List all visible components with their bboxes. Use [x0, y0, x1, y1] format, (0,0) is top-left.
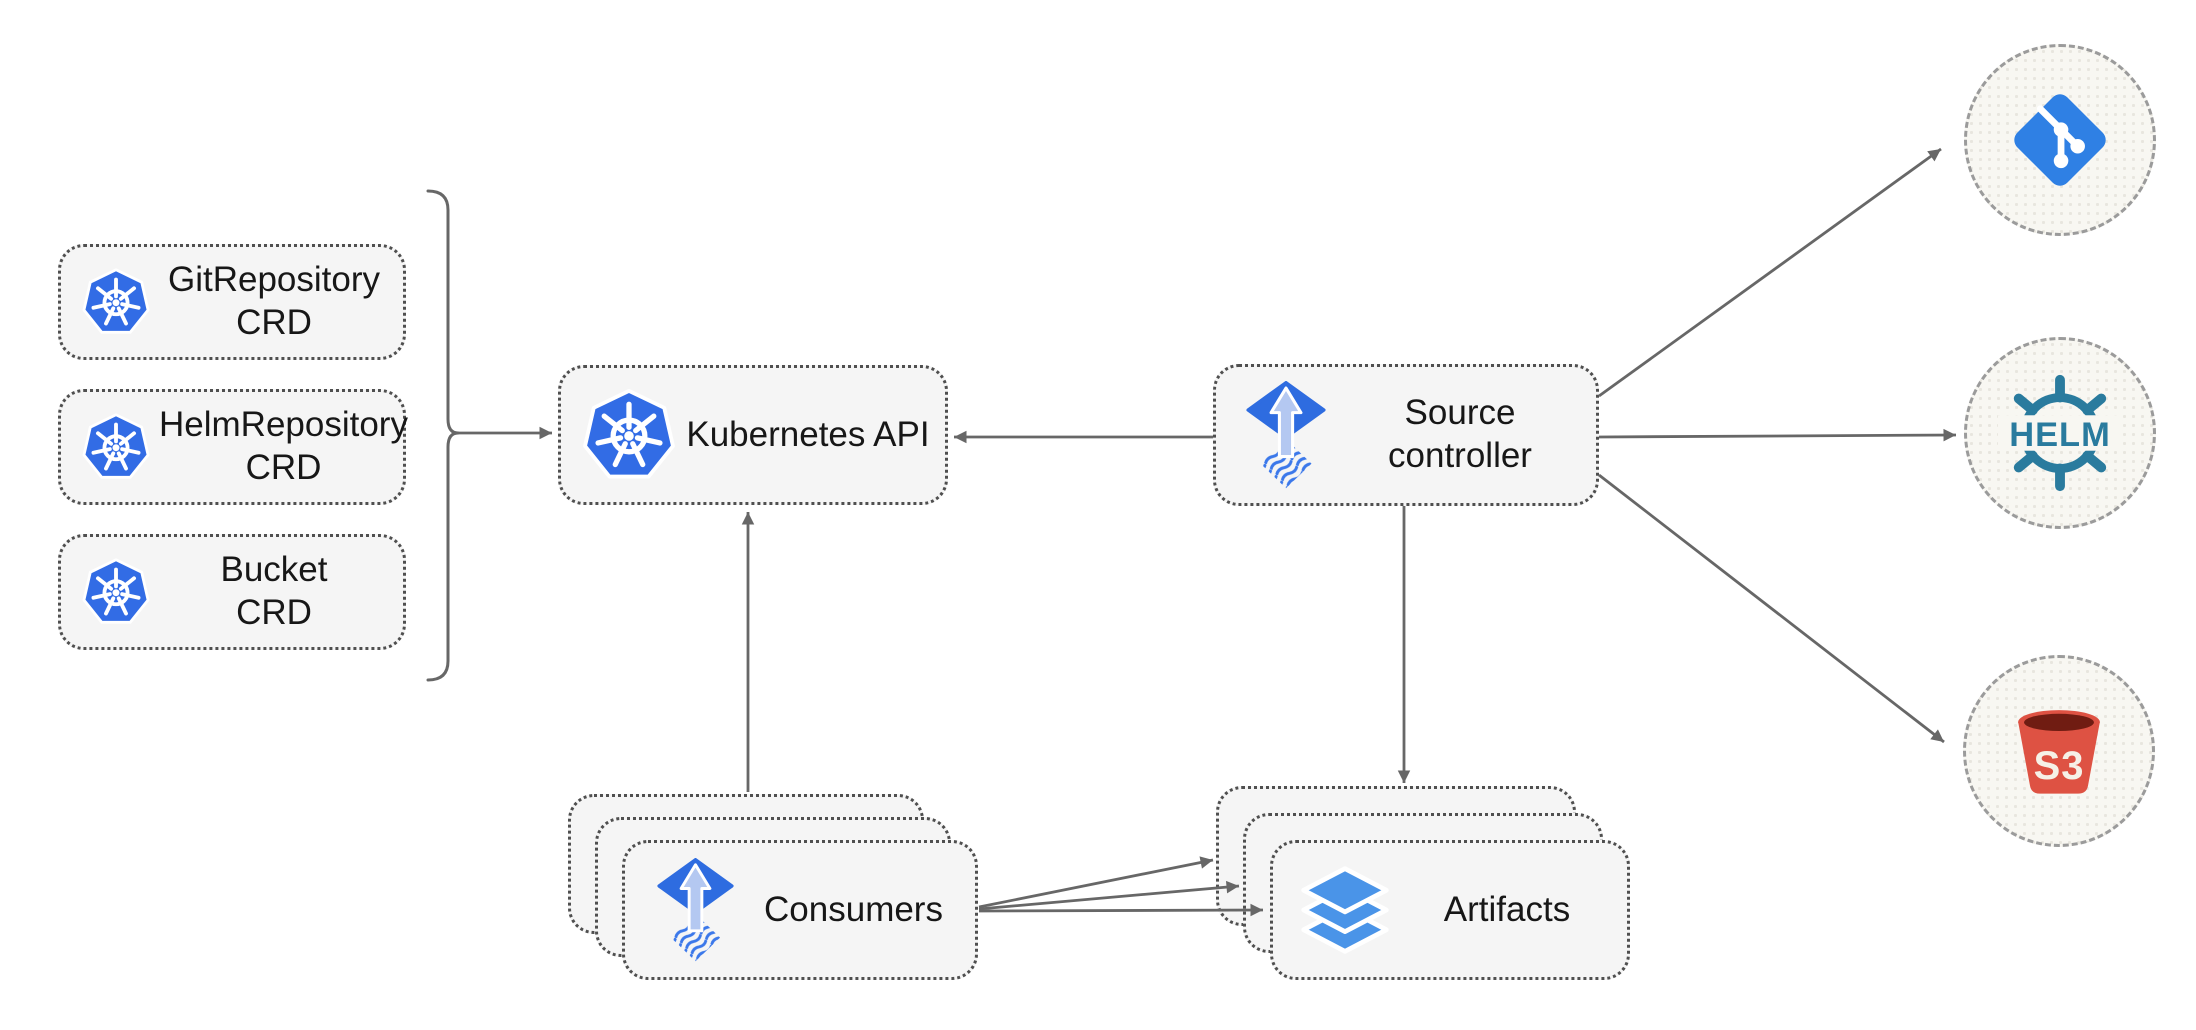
helm-source-circle: HELM: [1964, 337, 2156, 529]
node-label: Source controller: [1330, 392, 1596, 477]
node-artifacts: Artifacts: [1270, 840, 1630, 980]
kubernetes-icon: [81, 267, 151, 337]
kubernetes-icon: [581, 387, 677, 483]
node-label-line: controller: [1388, 436, 1532, 475]
node-gitrepository-crd: GitRepository CRD: [58, 244, 406, 360]
node-label: Consumers: [738, 889, 975, 932]
arrow-source-controller-to-git: [1598, 147, 1942, 398]
git-icon: [2014, 94, 2106, 186]
kubernetes-icon: [81, 557, 151, 627]
node-label: Bucket CRD: [151, 549, 403, 634]
node-consumers: Consumers: [622, 840, 978, 980]
helm-label: HELM: [2009, 416, 2111, 454]
node-label-line: Source: [1404, 393, 1516, 433]
node-label: Artifacts: [1393, 889, 1627, 932]
node-label-line: Kubernetes API: [686, 414, 930, 454]
kubernetes-icon: [81, 412, 151, 482]
node-label: Kubernetes API: [677, 414, 945, 457]
node-label-line: CRD: [236, 593, 312, 632]
arrow-source-controller-to-helm: [1598, 428, 1957, 442]
arrow-source-controller-to-s3: [1598, 473, 1945, 744]
git-source-circle: [1964, 44, 2156, 236]
node-label-line: GitRepository: [167, 260, 381, 300]
node-label-line: HelmRepository: [159, 405, 408, 445]
s3-bucket-icon: S3: [2018, 710, 2100, 794]
arrow-consumers-to-artifacts-middle: [978, 880, 1240, 911]
node-source-controller: Source controller: [1213, 364, 1599, 506]
s3-label: S3: [2034, 744, 2085, 788]
node-label-line: Bucket: [220, 550, 328, 590]
node-label-line: CRD: [236, 303, 312, 342]
node-label-line: Artifacts: [1443, 889, 1571, 929]
layers-icon: [1297, 863, 1393, 957]
s3-source-circle: S3: [1963, 655, 2155, 847]
node-helmrepository-crd: HelmRepository CRD: [58, 389, 408, 505]
node-bucket-crd: Bucket CRD: [58, 534, 406, 650]
arrow-consumers-to-artifacts-back: [978, 856, 1214, 909]
node-label-line: Consumers: [764, 889, 943, 929]
node-kubernetes-api: Kubernetes API: [558, 365, 948, 505]
helm-icon: HELM: [1997, 374, 2123, 492]
node-label: HelmRepository CRD: [151, 404, 422, 489]
flux-icon: [1242, 381, 1330, 490]
crd-group-bracket: [426, 189, 460, 682]
flux-icon: [653, 858, 738, 963]
node-label: GitRepository CRD: [151, 259, 403, 344]
node-label-line: CRD: [245, 448, 322, 487]
